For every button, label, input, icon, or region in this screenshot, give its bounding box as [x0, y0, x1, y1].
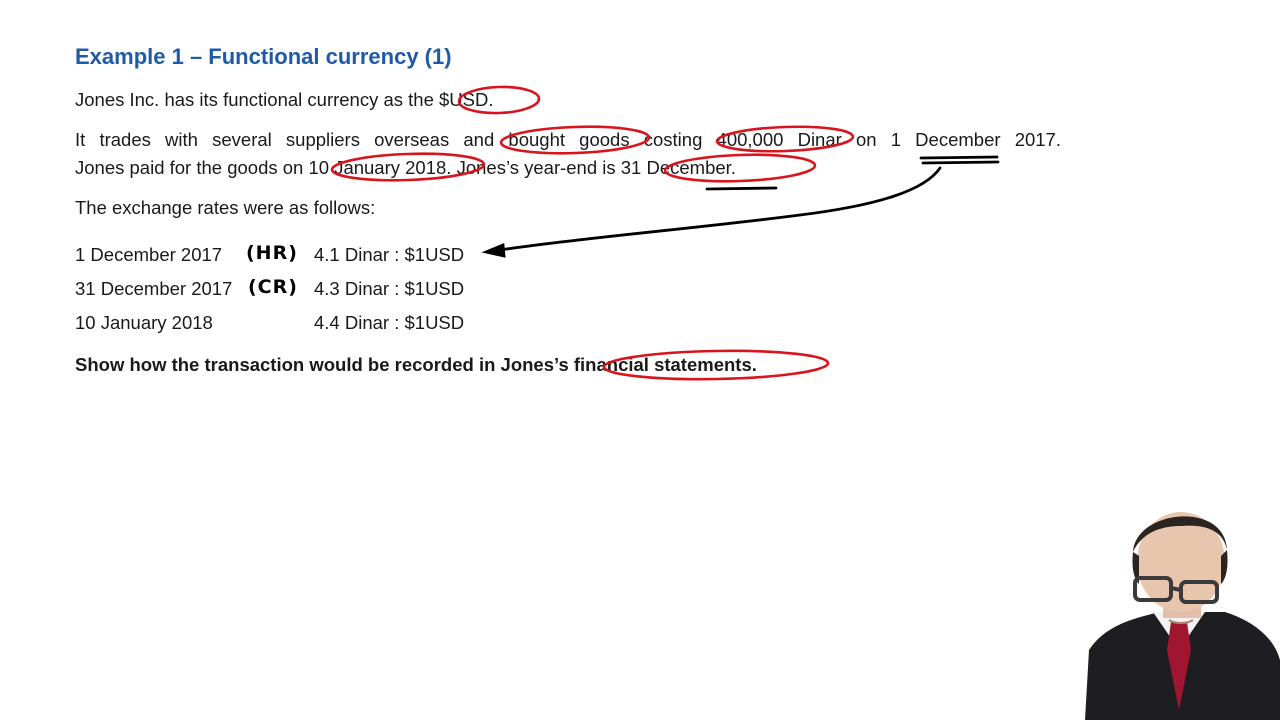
rate-date-3: 10 January 2018 — [75, 312, 213, 333]
annotation-underline-year-end — [705, 186, 778, 191]
rate-date-2: 31 December 2017 — [75, 278, 233, 299]
slide-title: Example 1 – Functional currency (1) — [75, 44, 452, 69]
annotation-arrow-line — [498, 166, 942, 252]
rate-date-1: 1 December 2017 — [75, 244, 223, 265]
handwritten-cr-note: (CR) — [248, 276, 298, 298]
handwritten-hr-note: (HR) — [246, 242, 298, 264]
presenter-video — [1085, 512, 1280, 720]
rate-value-3: 4.4 Dinar : $1USD — [314, 312, 465, 333]
annotation-arrow-head — [481, 242, 506, 258]
paragraph-trade-line-2: Jones paid for the goods on 10 January 2… — [75, 157, 736, 178]
rate-value-2: 4.3 Dinar : $1USD — [314, 278, 465, 299]
annotation-underline-december-2017b — [921, 160, 1000, 165]
annotation-underline-december-2017 — [919, 155, 999, 160]
slide-question: Show how the transaction would be record… — [75, 354, 757, 375]
paragraph-functional-currency: Jones Inc. has its functional currency a… — [75, 89, 494, 110]
paragraph-trade-line-1: It trades with several suppliers oversea… — [75, 129, 1061, 150]
paragraph-exchange-rates-intro: The exchange rates were as follows: — [75, 197, 376, 218]
rate-value-1: 4.1 Dinar : $1USD — [314, 244, 465, 265]
